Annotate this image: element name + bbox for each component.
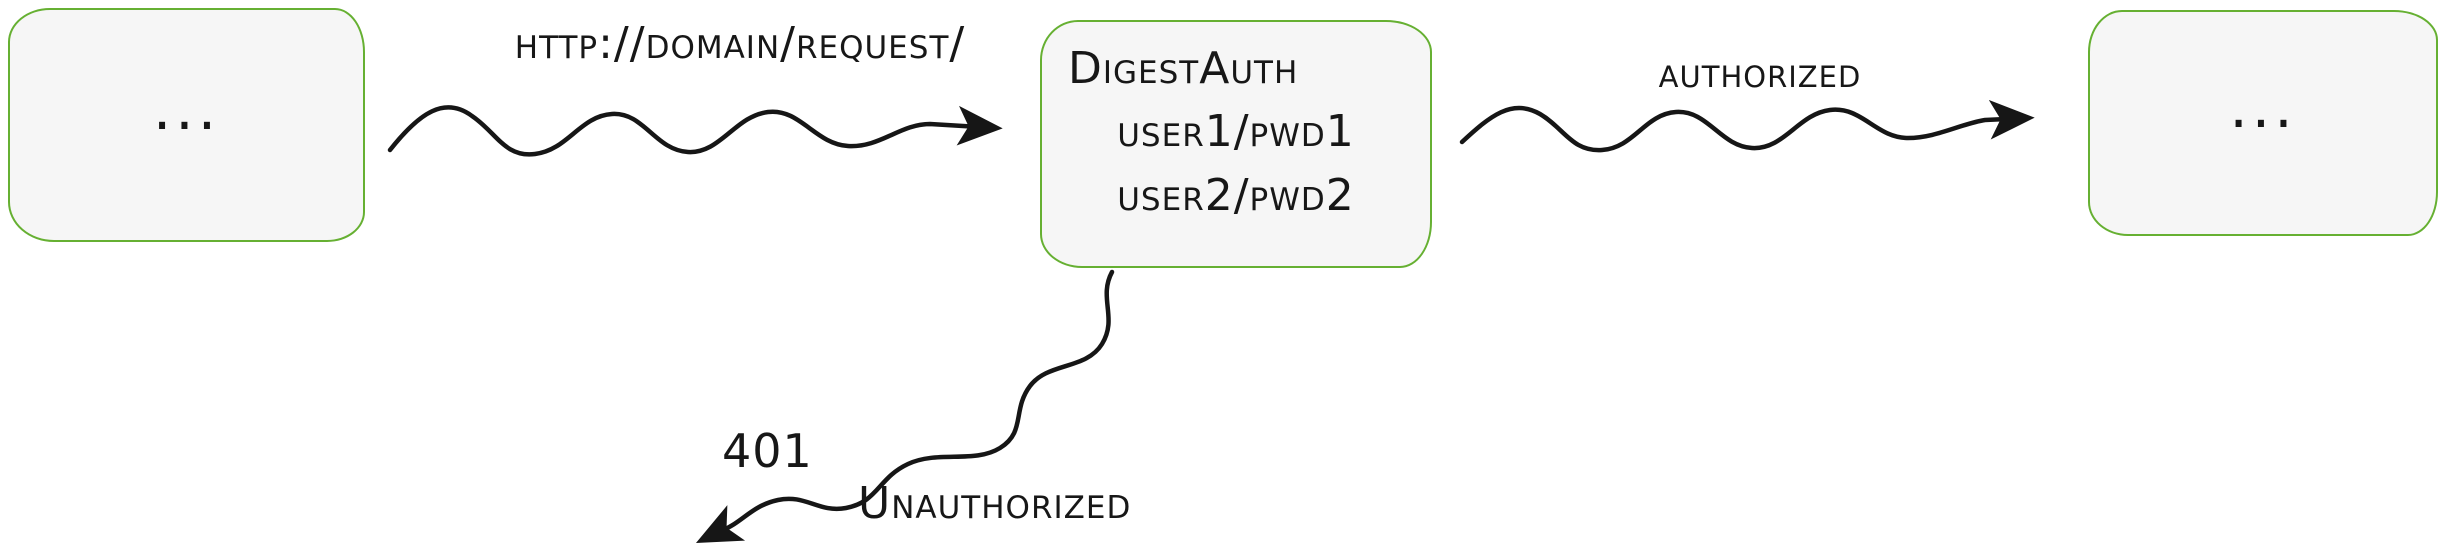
unauthorized-arrow-icon <box>695 269 1115 544</box>
auth-server-credential-1: user1/pwd1 <box>1117 106 1355 157</box>
auth-server-credential-2: user2/pwd2 <box>1117 170 1355 221</box>
unauthorized-edge-label: Unauthorized <box>858 478 1132 529</box>
client-node-label: ... <box>152 75 221 143</box>
client-node: ... <box>8 8 365 242</box>
result-node-label: ... <box>2229 73 2297 141</box>
request-edge-label: http://domain/request/ <box>514 18 966 69</box>
unauthorized-status-code: 401 <box>722 424 813 478</box>
authorized-arrow-icon <box>1459 99 2035 153</box>
authorized-edge-label: authorized <box>1658 48 1862 97</box>
auth-server-title: DigestAuth <box>1068 43 1299 94</box>
result-node: ... <box>2088 10 2438 236</box>
auth-server-node: DigestAuth user1/pwd1 user2/pwd2 <box>1040 20 1432 268</box>
request-arrow-icon <box>387 105 1003 157</box>
